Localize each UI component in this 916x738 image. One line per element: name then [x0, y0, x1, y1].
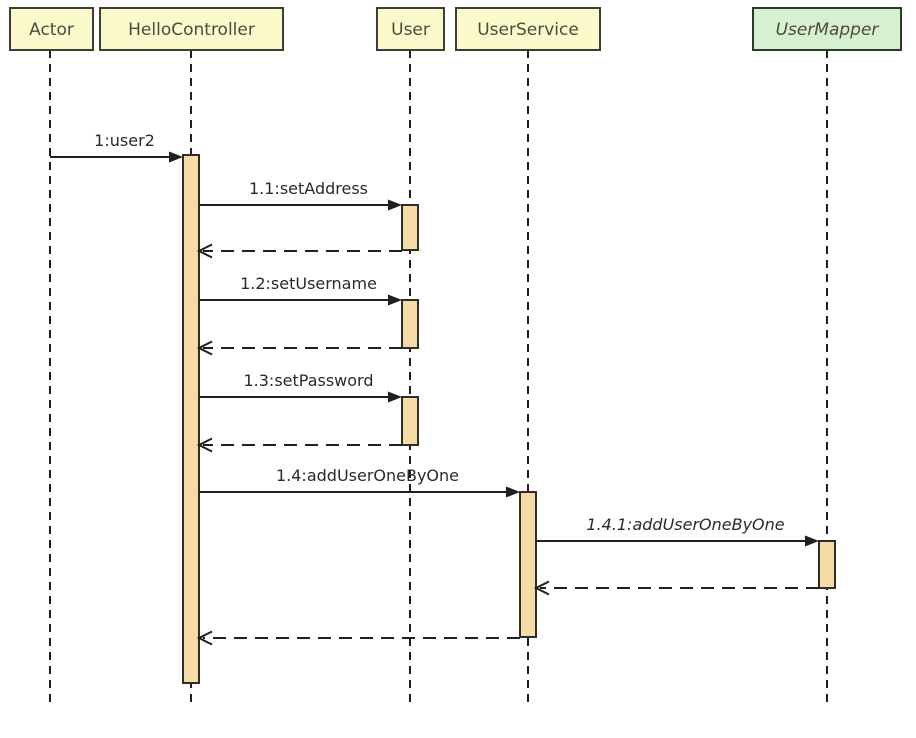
message-5-arrowhead-icon	[388, 391, 402, 403]
activation-bar-user-2	[401, 299, 419, 349]
participant-box-userservice	[455, 7, 601, 51]
activation-bar-user-1	[401, 204, 419, 251]
message-10-return	[196, 630, 520, 646]
participant-usermapper: UserMapper	[752, 7, 902, 51]
participant-label-actor: Actor	[29, 20, 74, 40]
message-4-arrowhead-icon	[196, 340, 213, 356]
message-9-arrowhead-icon	[533, 580, 550, 596]
participant-box-hellocontroller	[99, 7, 284, 51]
message-1-arrowhead-icon	[388, 199, 402, 211]
message-3-label: 1.2:setUsername	[240, 274, 377, 293]
message-5-label: 1.3:setPassword	[243, 371, 373, 390]
participant-box-user	[376, 7, 445, 51]
message-8-arrowhead-icon	[805, 535, 819, 547]
participant-label-usermapper: UserMapper	[776, 20, 880, 40]
message-0-label: 1:user2	[94, 131, 155, 150]
message-3-arrowhead-icon	[388, 294, 402, 306]
participant-label-userservice: UserService	[477, 20, 579, 40]
message-0-call: 1:user2	[50, 131, 183, 163]
message-3-call: 1.2:setUsername	[199, 274, 402, 306]
activation-bar-user-3	[401, 396, 419, 446]
activation-bar-usermapper-5	[818, 540, 836, 589]
activation-bar-hellocontroller-0	[182, 154, 200, 684]
message-10-arrowhead-icon	[196, 630, 213, 646]
participant-actor: Actor	[9, 7, 94, 51]
message-7-label: 1.4:addUserOneByOne	[276, 466, 459, 485]
message-1-label: 1.1:setAddress	[249, 179, 368, 198]
message-7-arrowhead-icon	[506, 486, 520, 498]
participant-label-user: User	[391, 20, 430, 40]
participant-box-usermapper	[752, 7, 902, 51]
message-8-call: 1.4.1:addUserOneByOne	[536, 515, 819, 547]
message-4-return	[196, 340, 402, 356]
message-5-call: 1.3:setPassword	[199, 371, 402, 403]
message-2-return	[196, 243, 402, 259]
message-7-call: 1.4:addUserOneByOne	[199, 466, 520, 498]
message-0-arrowhead-icon	[169, 151, 183, 163]
activation-bar-userservice-4	[519, 491, 537, 638]
participant-hellocontroller: HelloController	[99, 7, 284, 51]
message-8-label: 1.4.1:addUserOneByOne	[586, 515, 784, 534]
participant-label-hellocontroller: HelloController	[128, 20, 255, 40]
participant-user: User	[376, 7, 445, 51]
message-1-call: 1.1:setAddress	[199, 179, 402, 211]
message-9-return	[533, 580, 819, 596]
message-6-return	[196, 437, 402, 453]
message-6-arrowhead-icon	[196, 437, 213, 453]
message-2-arrowhead-icon	[196, 243, 213, 259]
participant-box-actor	[9, 7, 94, 51]
participant-userservice: UserService	[455, 7, 601, 51]
